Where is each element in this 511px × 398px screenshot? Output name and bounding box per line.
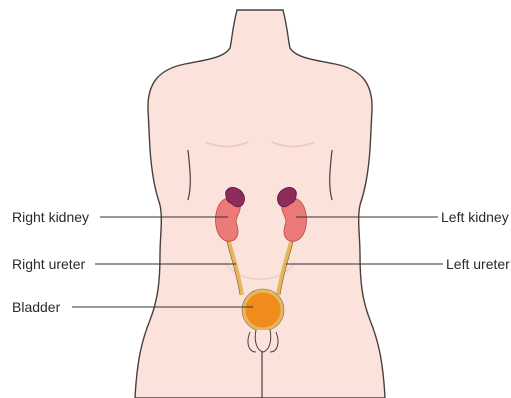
label-right-kidney: Right kidney — [12, 209, 89, 225]
bladder-shape — [244, 291, 282, 329]
label-right-ureter: Right ureter — [12, 256, 85, 272]
label-left-ureter: Left ureter — [446, 256, 510, 272]
label-bladder: Bladder — [12, 299, 60, 315]
label-left-kidney: Left kidney — [441, 209, 509, 225]
